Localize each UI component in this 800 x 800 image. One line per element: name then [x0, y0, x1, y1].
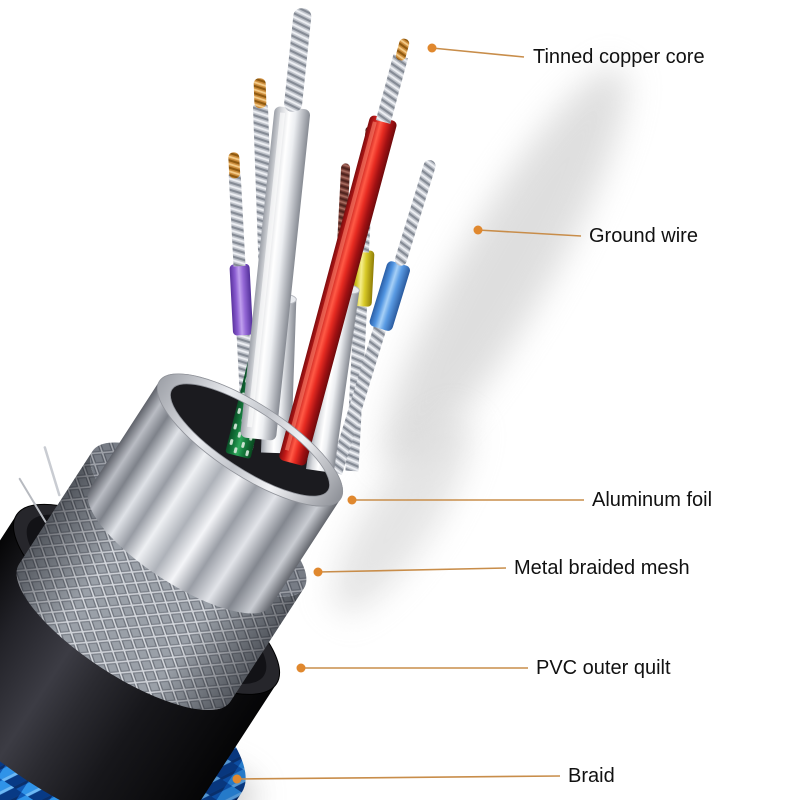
leader-dot-ground-wire — [473, 225, 483, 235]
tinned-copper-tip — [395, 38, 410, 61]
leaders — [232, 43, 584, 784]
leader-dot-metal-braided-mesh — [313, 567, 323, 577]
label-metal-braided-mesh: Metal braided mesh — [514, 557, 690, 579]
wire-blue-ground — [329, 159, 436, 475]
label-pvc-outer-quilt: PVC outer quilt — [536, 657, 671, 679]
tinned-copper-tip — [228, 152, 241, 179]
wire-red — [279, 38, 410, 466]
tinned-copper-tip — [253, 78, 267, 109]
label-ground-wire: Ground wire — [589, 225, 698, 247]
wire-bundle — [225, 8, 436, 475]
leader-dot-tinned-copper-core — [427, 43, 437, 53]
leader-dot-braid — [232, 774, 242, 784]
leader-dot-pvc-outer-quilt — [296, 663, 306, 673]
leader-line-tinned-copper-core — [431, 47, 525, 58]
foil-rim-ring — [156, 373, 344, 507]
leader-dot-aluminum-foil — [347, 495, 357, 505]
leader-line-braid — [236, 775, 561, 780]
label-tinned-copper-core: Tinned copper core — [533, 46, 705, 68]
leader-line-ground-wire — [477, 229, 582, 237]
label-aluminum-foil: Aluminum foil — [592, 489, 713, 511]
leader-line-metal-braided-mesh — [317, 567, 507, 573]
label-braid: Braid — [568, 765, 615, 787]
wire-white-tall — [240, 8, 312, 441]
